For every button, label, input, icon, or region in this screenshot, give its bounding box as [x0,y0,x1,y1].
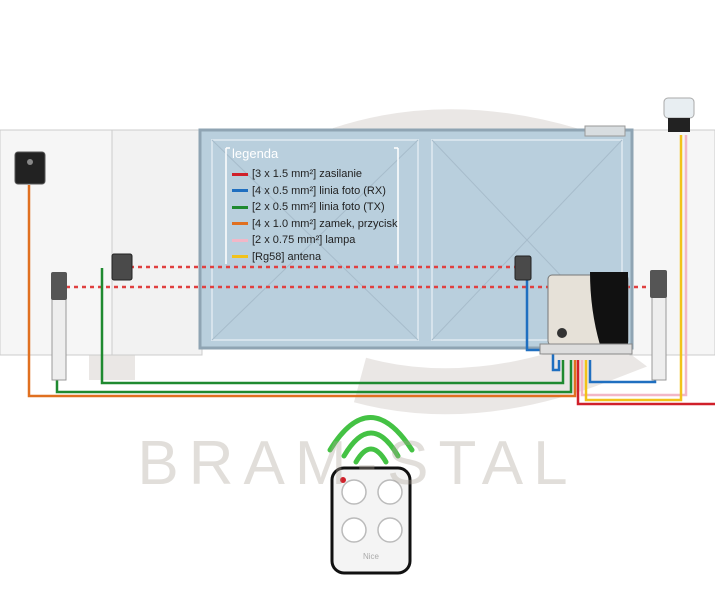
legend-item: [2 x 0.5 mm²] linia foto (TX) [232,199,385,215]
legend-color-swatch [232,222,248,225]
legend-item: [Rg58] antena [232,249,321,265]
legend-item-label: [Rg58] antena [252,250,322,263]
photocell-left-post [51,272,67,381]
fence-walls [0,129,715,356]
signal-arcs-icon [327,415,415,465]
legend-item-label: [2 x 0.75 mm²] lampa [252,234,356,246]
legend-color-swatch [232,205,248,209]
legend-item: [4 x 1.0 mm²] zamek, przycisk [232,216,397,232]
legend-item: [2 x 0.75 mm²] lampa [232,232,355,248]
photocell-wall [111,253,133,281]
legend-item-label: [3 x 1.5 mm²] zasilanie [252,168,363,180]
legend-color-swatch [232,189,248,192]
legend-item: [4 x 0.5 mm²] linia foto (RX) [232,183,386,199]
legend-item: [3 x 1.5 mm²] zasilanie [232,166,362,182]
legend: legenda [3 x 1.5 mm²] zasilanie [4 x 0.5 … [222,146,402,266]
photocell-right-post [650,270,667,381]
photocell-gate [514,255,532,281]
legend-color-swatch [232,172,248,176]
photocell-beams [66,265,658,289]
legend-title: legenda [232,146,279,161]
legend-color-swatch [232,238,248,242]
gate-motor [539,272,633,355]
legend-item-label: [2 x 0.5 mm²] linia foto (TX) [252,201,385,213]
legend-item-label: [4 x 1.0 mm²] zamek, przycisk [252,217,398,230]
remote-control [330,466,412,575]
keypad-device [14,151,46,185]
signal-lamp [663,97,695,132]
legend-color-swatch [232,255,248,258]
legend-item-label: [4 x 0.5 mm²] linia foto (RX) [252,184,386,197]
legend-frame [225,147,399,264]
remote-brand-label: Nice [362,552,379,561]
